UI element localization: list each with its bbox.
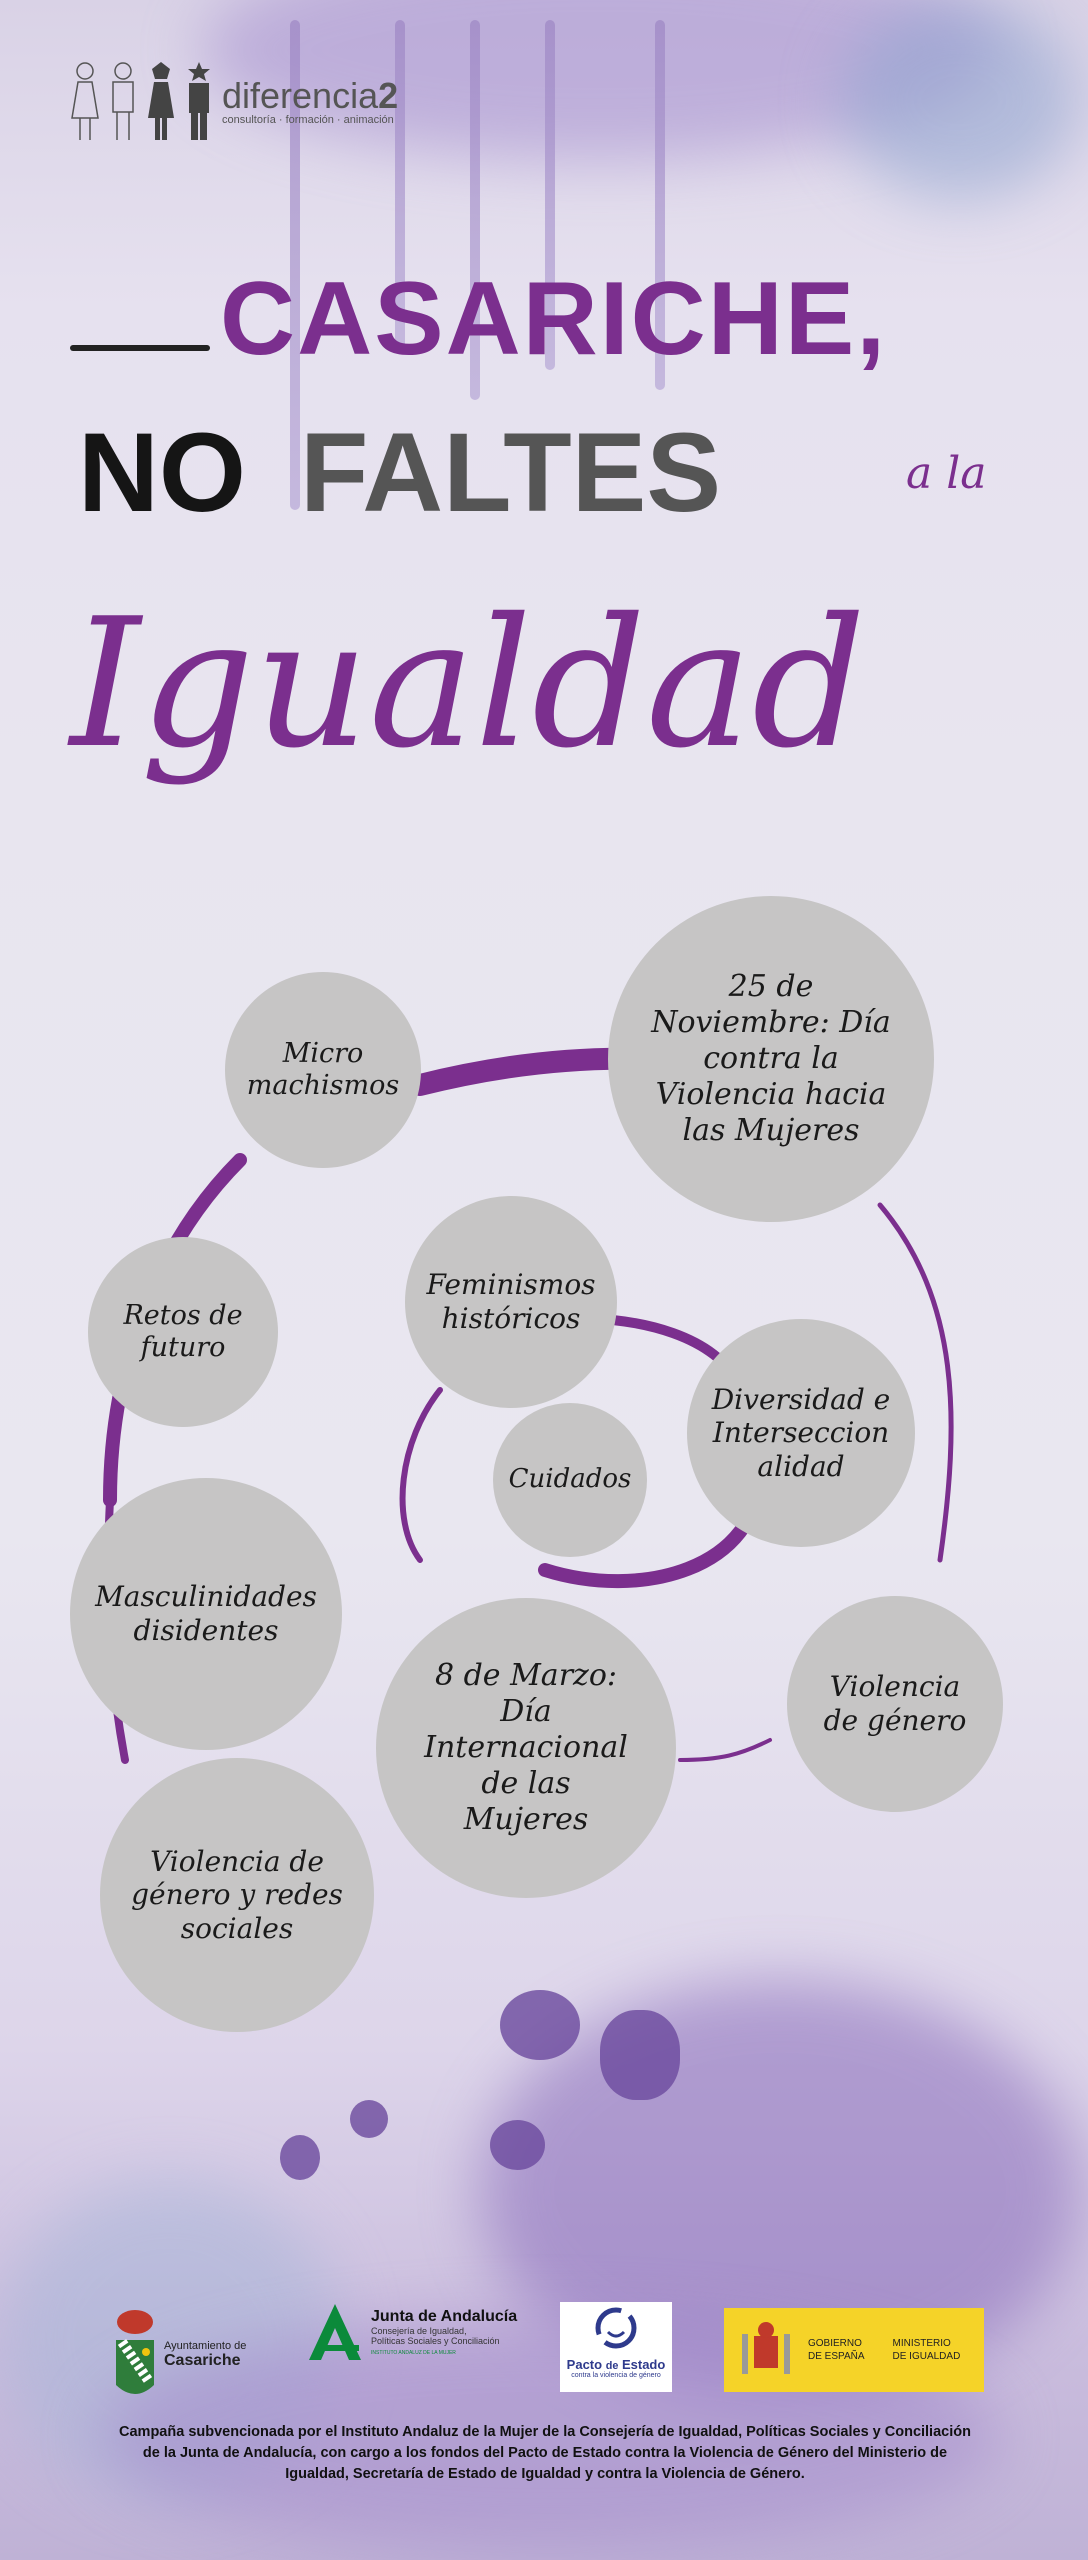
paint-drip bbox=[395, 20, 405, 350]
paint-drip bbox=[545, 20, 555, 370]
brand-tagline: consultoría · formación · animación bbox=[222, 114, 394, 126]
topic-label: Violencia de género bbox=[823, 1670, 967, 1737]
watercolor-wash bbox=[840, 0, 1080, 200]
topic-label: Micro machismos bbox=[246, 1037, 400, 1101]
paint-drip bbox=[290, 20, 300, 510]
paint-drip bbox=[470, 20, 480, 400]
man-star-icon bbox=[188, 62, 210, 140]
pacto-sub: contra la violencia de género bbox=[571, 2372, 661, 2379]
topic-violencia-genero[interactable]: Violencia de género bbox=[787, 1596, 1003, 1812]
junta-andalucia-logo: Junta de Andalucía Consejería de Igualda… bbox=[305, 2302, 517, 2362]
junta-name: Junta de Andalucía bbox=[371, 2308, 518, 2325]
topic-8-marzo[interactable]: 8 de Marzo: Día Internacional de las Muj… bbox=[376, 1598, 676, 1898]
topic-label: Violencia de género y redes sociales bbox=[131, 1844, 343, 1945]
junta-sub3: INSTITUTO ANDALUZ DE LA MUJER bbox=[371, 2350, 456, 2356]
title-faltes: FALTES bbox=[300, 410, 722, 535]
topic-cuidados[interactable]: Cuidados bbox=[493, 1403, 647, 1557]
title-a-la: a la bbox=[906, 448, 987, 499]
title-no: NO bbox=[78, 410, 246, 535]
diferencia2-logo: diferencia2 consultoría · formación · an… bbox=[70, 62, 398, 142]
woman-outline-icon bbox=[71, 62, 99, 140]
topic-label: 25 de Noviembre: Día contra la Violencia… bbox=[651, 969, 891, 1148]
brand-number: 2 bbox=[378, 75, 399, 116]
topic-label: Masculinidades disidentes bbox=[95, 1580, 317, 1647]
topic-label: Cuidados bbox=[508, 1464, 632, 1495]
topic-25-noviembre[interactable]: 25 de Noviembre: Día contra la Violencia… bbox=[608, 896, 934, 1222]
ink-blot bbox=[500, 1990, 580, 2060]
pacto-name-a: Pacto bbox=[566, 2357, 603, 2372]
spain-coat-of-arms-icon bbox=[742, 2322, 790, 2374]
casariche-line2: Casariche bbox=[164, 2352, 241, 2369]
funding-disclaimer: Campaña subvencionada por el Instituto A… bbox=[119, 2424, 971, 2482]
topic-label: Feminismos históricos bbox=[426, 1268, 596, 1335]
topic-retos-futuro[interactable]: Retos de futuro bbox=[88, 1237, 278, 1427]
gobierno-espana-logo: GOBIERNO DE ESPAÑA MINISTERIO DE IGUALDAD bbox=[724, 2308, 984, 2392]
junta-sub2: Políticas Sociales y Conciliación bbox=[371, 2336, 500, 2346]
gobierno-b1: MINISTERIO bbox=[892, 2338, 951, 2349]
brush-stroke bbox=[70, 345, 210, 351]
topic-label: 8 de Marzo: Día Internacional de las Muj… bbox=[424, 1658, 628, 1837]
casariche-line1: Ayuntamiento de bbox=[164, 2340, 247, 2352]
gobierno-b2: DE IGUALDAD bbox=[892, 2351, 961, 2362]
woman-filled-icon bbox=[148, 62, 174, 140]
gobierno-a2: DE ESPAÑA bbox=[808, 2351, 865, 2362]
ink-blot bbox=[600, 2010, 680, 2100]
paint-drip bbox=[655, 20, 665, 390]
diferencia2-wordmark: diferencia2 consultoría · formación · an… bbox=[222, 75, 399, 127]
junta-a-icon bbox=[309, 2304, 361, 2360]
pacto-circle-icon bbox=[595, 2307, 637, 2349]
topic-label: Diversidad e Interseccionalidad bbox=[711, 1382, 891, 1483]
junta-sub1: Consejería de Igualdad, bbox=[371, 2326, 467, 2336]
topic-masculinidades[interactable]: Masculinidades disidentes bbox=[70, 1478, 342, 1750]
topic-feminismos-historicos[interactable]: Feminismos históricos bbox=[405, 1196, 617, 1408]
pacto-estado-logo: Pacto de Estado contra la violencia de g… bbox=[560, 2302, 672, 2392]
title-line1: CASARICHE, bbox=[220, 261, 888, 377]
topic-label: Retos de futuro bbox=[123, 1299, 243, 1363]
pacto-name-de: de bbox=[605, 2360, 619, 2372]
title-igualdad: Igualdad bbox=[70, 580, 866, 787]
pacto-name-b: Estado bbox=[621, 2357, 666, 2372]
coat-of-arms-icon bbox=[116, 2310, 154, 2394]
topic-micro-machismos[interactable]: Micro machismos bbox=[225, 972, 421, 1168]
topic-violencia-redes[interactable]: Violencia de género y redes sociales bbox=[100, 1758, 374, 2032]
topic-diversidad[interactable]: Diversidad e Interseccionalidad bbox=[687, 1319, 915, 1547]
gobierno-a1: GOBIERNO bbox=[808, 2338, 862, 2349]
ink-blot bbox=[490, 2120, 545, 2170]
brand-name: diferencia bbox=[222, 75, 379, 116]
ink-blot bbox=[350, 2100, 388, 2138]
man-outline-icon bbox=[112, 62, 134, 140]
ink-blot bbox=[280, 2135, 320, 2180]
